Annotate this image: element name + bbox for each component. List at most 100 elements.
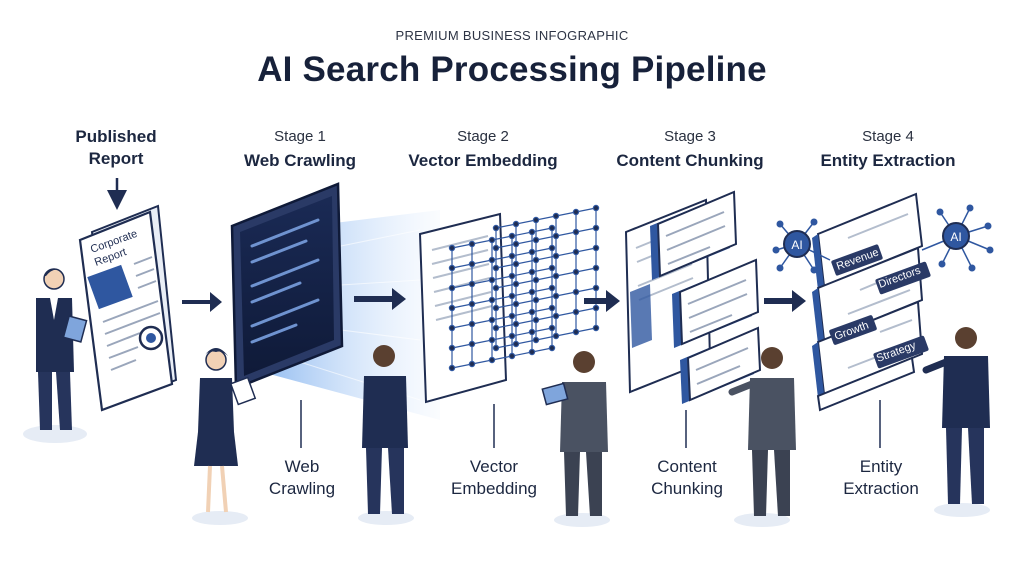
- web-crawling-section: [192, 182, 440, 525]
- stage-1-caption-line1: Web: [284, 457, 320, 476]
- published-report-heading-line1: Published: [75, 127, 157, 146]
- lattice-node: [492, 284, 500, 292]
- lattice-node: [468, 240, 476, 248]
- lattice-node: [468, 260, 476, 268]
- lattice-line: [451, 307, 553, 329]
- stage-3-caption-line1: Content: [657, 457, 717, 476]
- page-title: AI Search Processing Pipeline: [257, 50, 767, 89]
- stage-3-name: Content Chunking: [616, 151, 764, 170]
- stage-1-label: Stage 1: [274, 128, 326, 145]
- stage-3-caption-line2: Chunking: [651, 479, 723, 498]
- clipboard-icon: [229, 376, 257, 406]
- chunk-card-1: [650, 190, 738, 280]
- stage-2-caption-line1: Vector: [469, 457, 519, 476]
- lattice-node: [548, 224, 556, 232]
- lattice-node: [448, 344, 456, 352]
- published-report-section: Corporate Report: [23, 178, 178, 443]
- flow-arrow-icon: [182, 292, 222, 312]
- data-scientist-figure: [541, 351, 610, 527]
- lattice-node: [532, 276, 540, 284]
- lattice-node: [552, 252, 560, 260]
- lattice-node: [592, 224, 600, 232]
- lattice-node: [552, 292, 560, 300]
- lattice-node: [572, 248, 580, 256]
- lattice-node: [552, 312, 560, 320]
- lattice-node: [492, 324, 500, 332]
- lattice-node: [508, 332, 516, 340]
- lattice-node: [508, 312, 516, 320]
- lattice-node: [572, 288, 580, 296]
- lattice-node: [548, 304, 556, 312]
- lattice-node: [468, 280, 476, 288]
- corporate-report-document: Corporate Report: [78, 210, 174, 412]
- stage-3-label: Stage 3: [664, 128, 716, 145]
- lattice-node: [552, 272, 560, 280]
- lattice-node: [508, 272, 516, 280]
- lattice-node: [448, 264, 456, 272]
- lattice-node: [592, 264, 600, 272]
- lattice-node: [508, 252, 516, 260]
- entity-card-stack: [812, 192, 924, 412]
- crawler-tablet: [230, 182, 344, 390]
- lattice-line: [451, 327, 553, 349]
- lattice-node: [552, 332, 560, 340]
- tablet-icon: [62, 315, 88, 343]
- lattice-node: [532, 256, 540, 264]
- tablet-icon: [541, 382, 569, 406]
- lattice-line: [495, 247, 597, 269]
- ai-node-right: AI: [921, 204, 994, 272]
- lattice-node: [528, 248, 536, 256]
- lattice-node: [592, 204, 600, 212]
- chunk-card-2: [672, 258, 760, 348]
- lattice-node: [548, 244, 556, 252]
- lattice-node: [468, 340, 476, 348]
- lattice-node: [492, 344, 500, 352]
- stage-1-caption: Web Crawling: [232, 456, 372, 500]
- vector-embedding-section: [418, 204, 610, 527]
- report-cover-image: [87, 264, 133, 310]
- lattice-node: [548, 324, 556, 332]
- vector-lattice-cube: [448, 204, 600, 372]
- stage-3-heading: Stage 3 Content Chunking: [600, 126, 780, 172]
- stage-2-caption-line2: Embedding: [450, 479, 537, 498]
- lattice-node: [512, 300, 520, 308]
- stage-2-heading: Stage 2 Vector Embedding: [393, 126, 573, 172]
- observer-man-figure: [358, 345, 414, 525]
- lattice-node: [528, 328, 536, 336]
- lattice-node: [548, 284, 556, 292]
- lattice-node: [552, 212, 560, 220]
- lattice-node: [532, 236, 540, 244]
- entity-presenter-figure: [922, 327, 990, 517]
- lattice-node: [552, 232, 560, 240]
- stage-3-caption: Content Chunking: [617, 456, 757, 500]
- stage-2-caption: Vector Embedding: [424, 456, 564, 500]
- lattice-line: [495, 307, 597, 329]
- published-report-heading-line2: Report: [88, 149, 144, 168]
- lattice-node: [532, 316, 540, 324]
- lattice-line: [451, 287, 553, 309]
- lattice-line: [451, 267, 553, 289]
- lattice-node: [468, 360, 476, 368]
- lattice-node: [448, 244, 456, 252]
- stage-4-heading: Stage 4 Entity Extraction: [798, 126, 978, 172]
- stage-4-caption-line1: Entity: [859, 457, 903, 476]
- lattice-node: [512, 260, 520, 268]
- lattice-line: [495, 227, 597, 249]
- stage-2-label: Stage 2: [457, 128, 509, 145]
- lattice-node: [532, 216, 540, 224]
- lattice-node: [488, 236, 496, 244]
- stage-1-heading: Stage 1 Web Crawling: [210, 126, 390, 172]
- lattice-line: [451, 227, 553, 249]
- flow-arrow-icon: [354, 288, 406, 310]
- infographic-eyebrow: PREMIUM BUSINESS INFOGRAPHIC: [395, 28, 629, 43]
- lattice-node: [448, 284, 456, 292]
- lattice-line: [495, 207, 597, 229]
- lattice-node: [508, 232, 516, 240]
- lattice-node: [528, 308, 536, 316]
- ai-node-left: AI: [772, 218, 831, 274]
- ai-badge-left-text: AI: [791, 238, 802, 252]
- lattice-line: [451, 247, 553, 269]
- presenter-figure: [23, 268, 88, 443]
- lattice-node: [512, 220, 520, 228]
- stage-1-caption-line2: Crawling: [268, 479, 336, 498]
